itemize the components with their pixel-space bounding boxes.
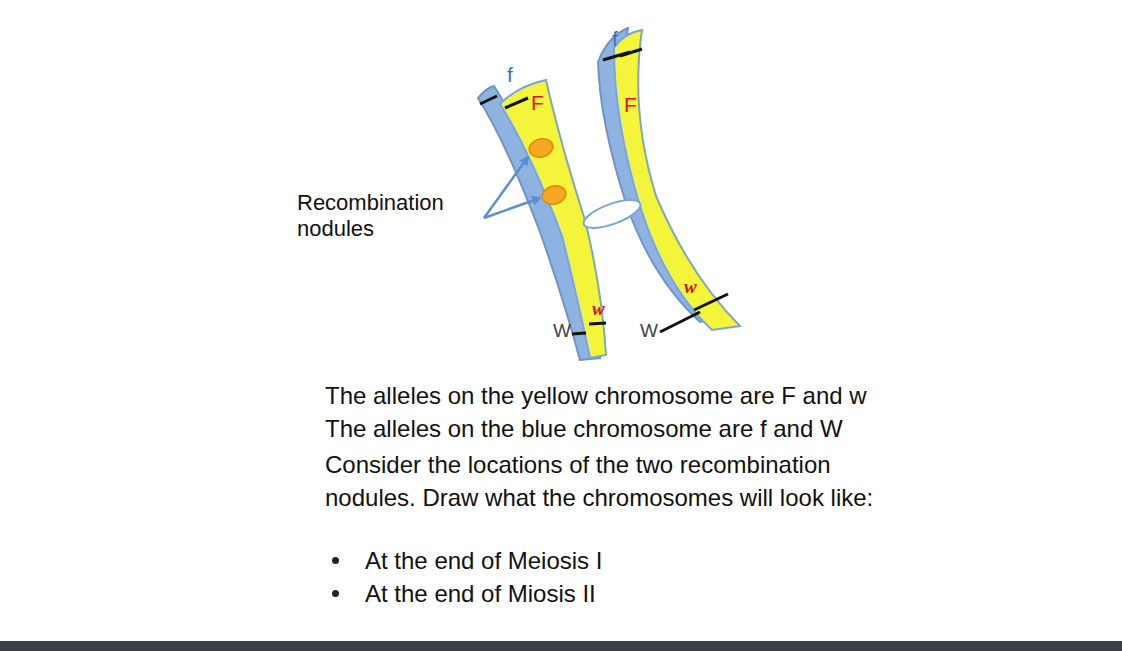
body-text: The alleles on the blue chromosome are f…	[325, 415, 843, 444]
bullet-text: At the end of Miosis II	[365, 580, 596, 609]
bullet-dot	[332, 557, 339, 564]
recombination-nodule	[540, 183, 568, 207]
allele-label: w	[592, 298, 605, 321]
leader-arrow	[484, 198, 540, 218]
allele-label: w	[684, 276, 697, 299]
yellow-chromatid	[614, 30, 740, 330]
recombination-nodule	[527, 136, 555, 160]
allele-label: f	[612, 26, 618, 51]
allele-label: W	[553, 320, 571, 343]
callout-label: Recombination nodules	[297, 190, 482, 243]
bullet-text: At the end of Meiosis I	[365, 547, 602, 576]
bullet-dot	[332, 590, 339, 597]
allele-label: F	[624, 92, 637, 117]
allele-label: W	[640, 320, 658, 343]
allele-label: f	[507, 62, 513, 87]
body-text: Consider the locations of the two recomb…	[325, 448, 925, 514]
allele-ticks	[480, 49, 728, 334]
white-ellipse	[580, 194, 643, 233]
body-text: The alleles on the yellow chromosome are…	[325, 382, 867, 411]
footer-bar	[0, 641, 1122, 651]
allele-label: F	[531, 90, 544, 115]
